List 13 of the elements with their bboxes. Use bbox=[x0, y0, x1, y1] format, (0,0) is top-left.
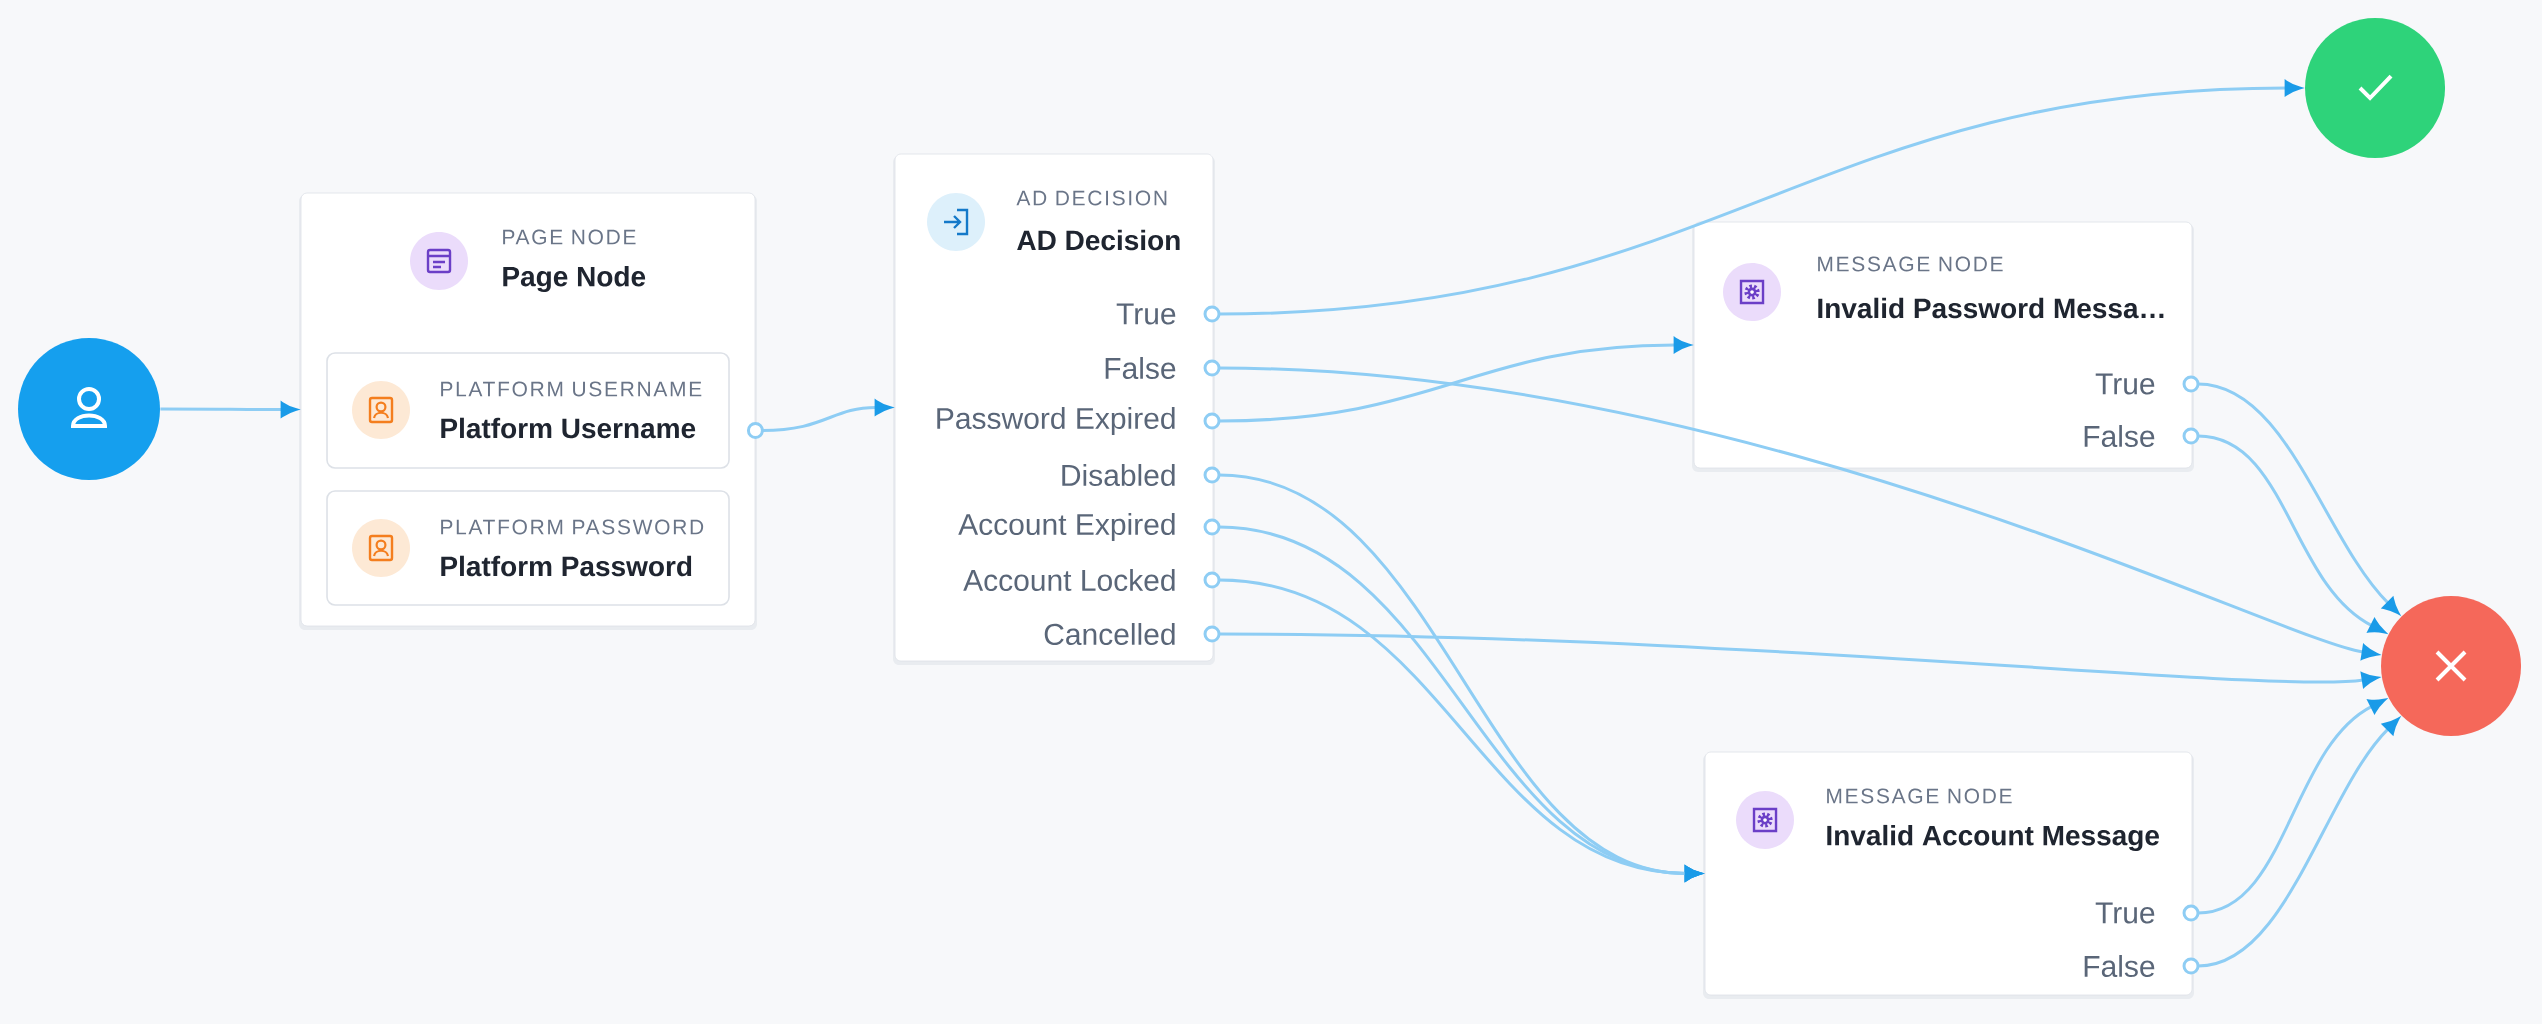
connector-arrow bbox=[2197, 718, 2400, 968]
outcome-label: False bbox=[1105, 357, 1176, 379]
outcome-label: True bbox=[2095, 902, 2155, 924]
outcome-label: Password Expired bbox=[937, 407, 1175, 435]
outcome-label: Cancelled bbox=[1044, 623, 1175, 645]
connector-arrow bbox=[2197, 698, 2386, 915]
outcome-label: True bbox=[1116, 303, 1176, 325]
input-card: PLATFORM USERNAME Platform Username bbox=[326, 352, 730, 469]
input-card: PLATFORM PASSWORD Platform Password bbox=[326, 490, 730, 606]
outcome-label: Account Expired bbox=[958, 513, 1175, 541]
outcome-label: Disabled bbox=[1062, 464, 1175, 486]
outcome-label: Account Locked bbox=[963, 569, 1175, 591]
outcome-label: False bbox=[2084, 955, 2155, 977]
